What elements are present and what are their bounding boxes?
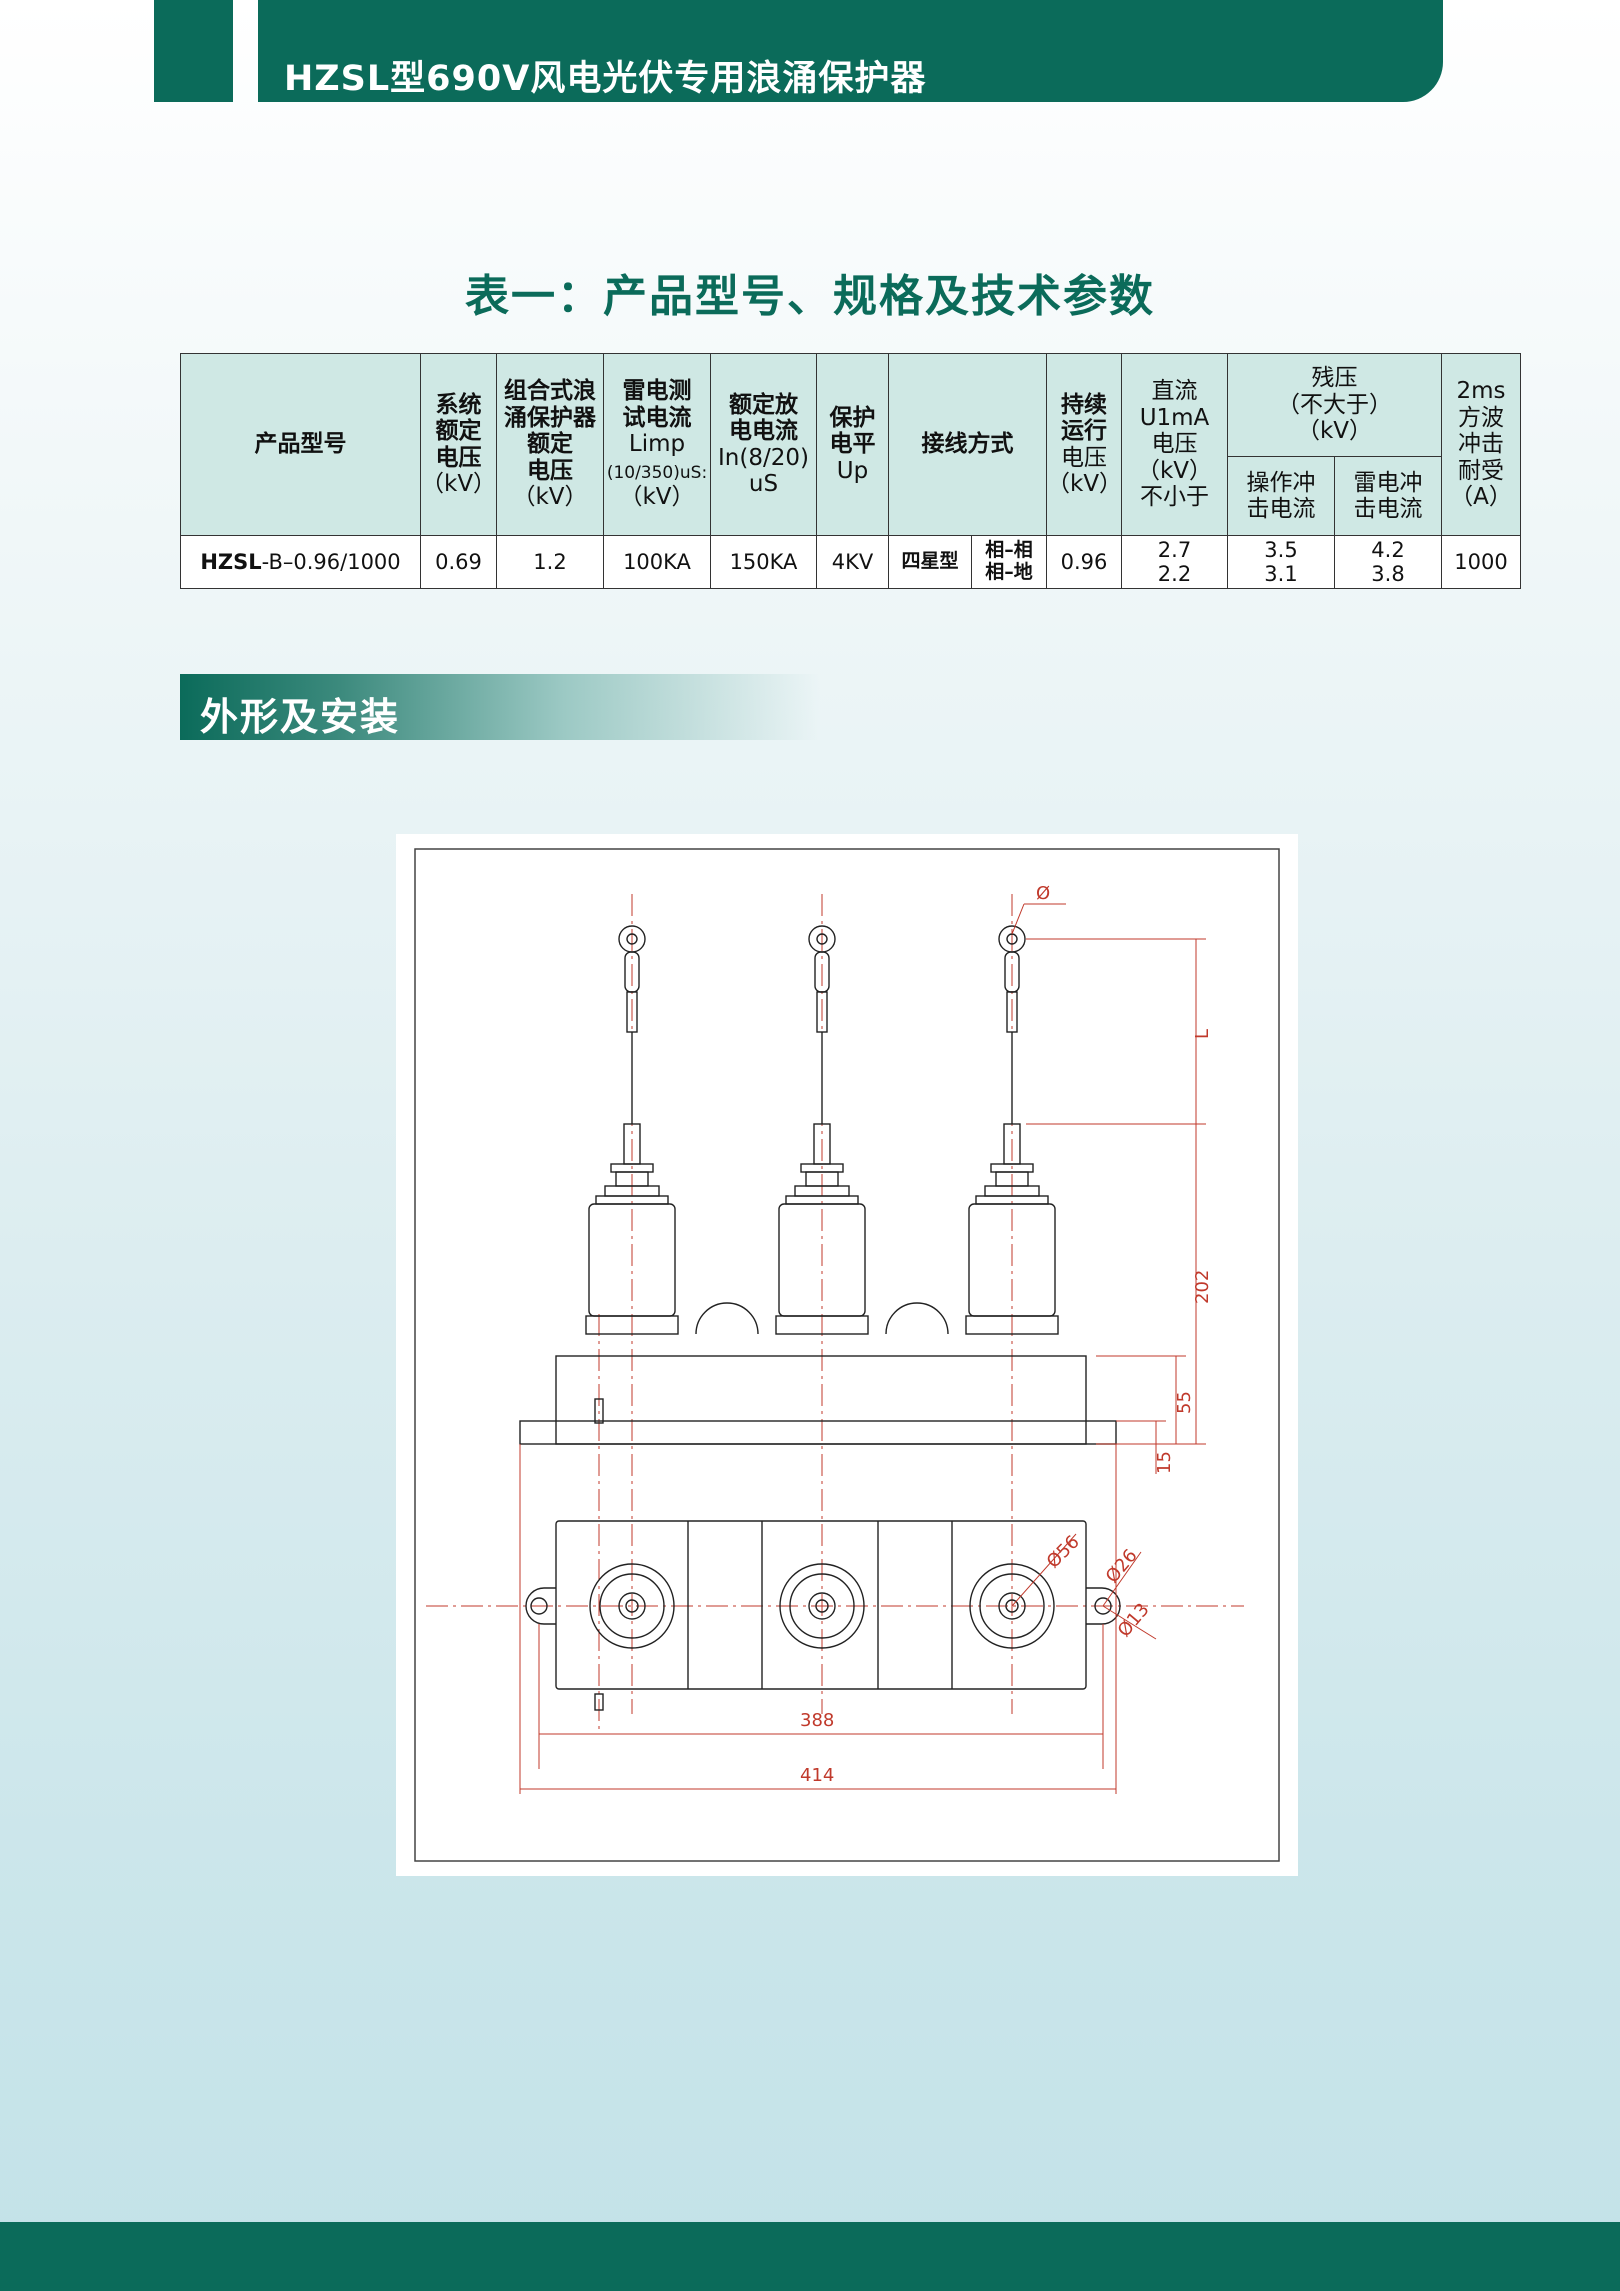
th-system-voltage: 系统额定电压（kV） bbox=[420, 353, 497, 536]
cell-wiring-mode: 相–相相–地 bbox=[971, 535, 1047, 589]
footer-bar bbox=[0, 2222, 1620, 2291]
dim-diameter-56: Ø56 bbox=[1043, 1531, 1084, 1572]
table-title: 表一：产品型号、规格及技术参数 bbox=[465, 271, 1155, 322]
technical-drawing: Ø L 202 55 15 Ø56 Ø26 Ø13 388 414 bbox=[396, 834, 1298, 1876]
dimension-lines bbox=[519, 903, 1206, 1794]
header-bar: HZSL型690V风电光伏专用浪涌保护器 bbox=[258, 0, 1443, 102]
cell-withstand: 1000 bbox=[1441, 535, 1521, 589]
arrester-unit-3 bbox=[965, 925, 1059, 1649]
base-housing bbox=[519, 1302, 1121, 1711]
dim-diameter-top: Ø bbox=[1036, 883, 1050, 904]
dim-L: L bbox=[1192, 1029, 1213, 1039]
th-wiring: 接线方式 bbox=[888, 353, 1047, 536]
cell-limp: 100KA bbox=[603, 535, 711, 589]
dim-414: 414 bbox=[800, 1765, 834, 1786]
page-header-title: HZSL型690V风电光伏专用浪涌保护器 bbox=[284, 59, 927, 99]
header-accent-block bbox=[154, 0, 233, 102]
th-model: 产品型号 bbox=[180, 353, 421, 536]
th-combo-voltage: 组合式浪涌保护器额定电压（kV） bbox=[496, 353, 604, 536]
cell-combo-voltage: 1.2 bbox=[496, 535, 604, 589]
section-header: 外形及安装 bbox=[180, 674, 820, 740]
table-row: HZSL-B–0.96/1000 0.69 1.2 100KA 150KA 4K… bbox=[180, 535, 1521, 589]
dim-388: 388 bbox=[800, 1710, 834, 1731]
cell-up: 4KV bbox=[816, 535, 889, 589]
dim-55: 55 bbox=[1174, 1391, 1195, 1414]
cell-wiring-type: 四星型 bbox=[888, 535, 972, 589]
center-lines bbox=[426, 894, 1244, 1734]
dim-202: 202 bbox=[1192, 1270, 1213, 1304]
section-title: 外形及安装 bbox=[200, 695, 401, 739]
th-continuous-voltage: 持续运行电压（kV） bbox=[1046, 353, 1122, 536]
cell-continuous-voltage: 0.96 bbox=[1046, 535, 1122, 589]
dim-diameter-26: Ø26 bbox=[1102, 1545, 1142, 1587]
arrester-unit-1 bbox=[585, 925, 679, 1649]
cell-model: HZSL-B–0.96/1000 bbox=[180, 535, 421, 589]
th-residual-voltage: 残压（不大于）（kV） bbox=[1227, 353, 1442, 457]
cell-in: 150KA bbox=[710, 535, 817, 589]
th-residual-operating: 操作冲击电流 bbox=[1227, 456, 1335, 536]
cell-system-voltage: 0.69 bbox=[420, 535, 497, 589]
drawing-svg: Ø L 202 55 15 Ø56 Ø26 Ø13 388 414 bbox=[414, 848, 1280, 1862]
th-residual-lightning: 雷电冲击电流 bbox=[1334, 456, 1442, 536]
dim-15: 15 bbox=[1154, 1451, 1175, 1474]
arrester-unit-2 bbox=[775, 925, 869, 1649]
